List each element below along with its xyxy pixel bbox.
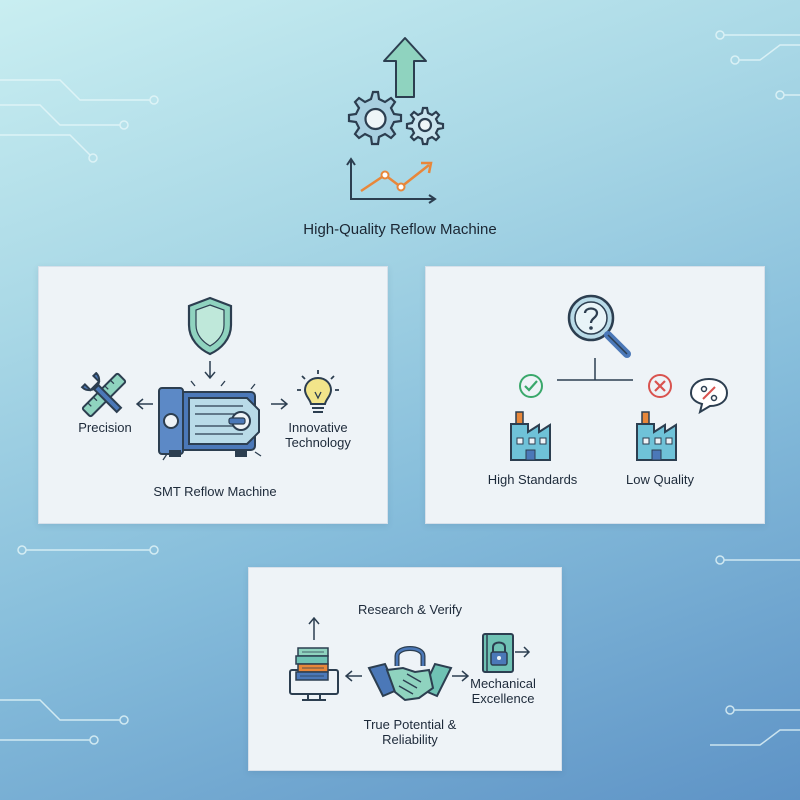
down-arrow-icon <box>204 361 216 380</box>
branch-connector <box>557 358 633 381</box>
up-arrow-icon <box>383 37 427 98</box>
locked-book-icon <box>482 633 531 673</box>
factory-icon-high <box>510 411 551 461</box>
up-arrow-small-icon <box>308 617 320 640</box>
shield-icon <box>187 296 233 356</box>
left-arrow-small-icon <box>345 670 362 682</box>
growth-chart-icon <box>346 157 437 204</box>
circuit-decoration-bottom-left <box>0 699 129 745</box>
research-verify-label: Research & Verify <box>357 602 463 617</box>
mechanical-excellence-label: Mechanical Excellence <box>470 676 536 706</box>
magnifier-question-icon <box>567 294 631 358</box>
innovative-technology-label: Innovative Technology <box>285 420 351 450</box>
circuit-decoration-mid-right <box>715 555 800 565</box>
tools-icon <box>80 372 127 418</box>
books-monitor-icon <box>289 647 339 701</box>
low-quality-label: Low Quality <box>626 472 694 487</box>
circuit-decoration-top-right <box>715 30 800 100</box>
percent-bubble-icon <box>689 377 729 414</box>
circuit-decoration-mid-left <box>17 545 159 555</box>
reflow-machine-icon <box>158 380 262 461</box>
left-arrow-icon <box>136 398 153 410</box>
smt-reflow-machine-label: SMT Reflow Machine <box>153 484 277 499</box>
right-arrow-small-icon <box>452 670 469 682</box>
precision-label: Precision <box>78 420 132 435</box>
circuit-decoration-bottom-right <box>710 705 800 746</box>
right-arrow-icon <box>271 398 288 410</box>
circuit-decoration-top-left <box>0 79 159 163</box>
page-title: High-Quality Reflow Machine <box>303 221 497 238</box>
high-standards-label: High Standards <box>487 472 578 487</box>
handshake-lock-icon <box>367 646 453 702</box>
factory-icon-low <box>636 411 677 461</box>
cross-icon <box>648 374 672 398</box>
lightbulb-icon <box>297 370 339 413</box>
gears-icon <box>347 90 445 146</box>
check-icon <box>519 374 543 398</box>
true-potential-reliability-label: True Potential & Reliability <box>363 717 457 747</box>
